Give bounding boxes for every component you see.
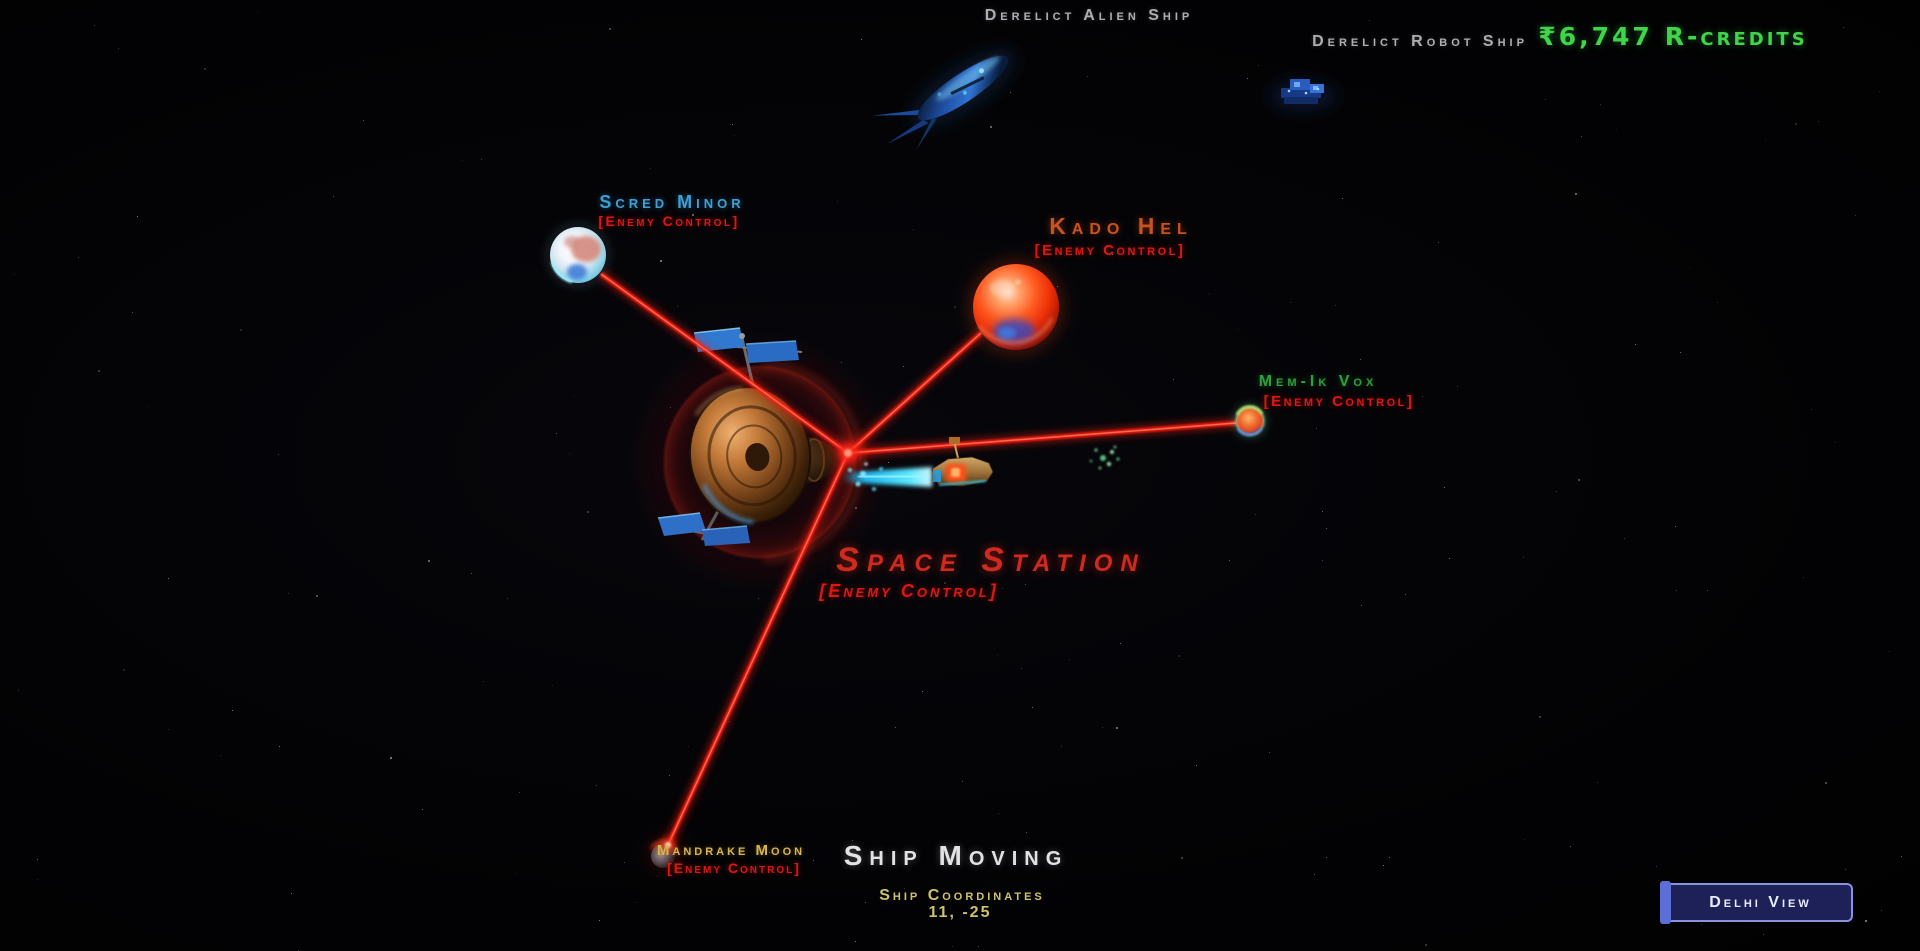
space-station[interactable] [657,327,838,546]
ship-moving-headline: Ship Moving [843,840,1069,871]
player-ship[interactable] [931,437,994,487]
mandrake-moon[interactable] [649,837,681,869]
laser-convergence-glow [832,437,864,469]
planet-status-memik-vox: [Enemy Control] [1263,393,1415,410]
ship-coordinates-label: Ship Coordinates [879,887,1045,904]
laser-beams [598,270,1237,847]
planet-label-memik-vox: Mem-Ik Vox [1258,373,1378,390]
ship-coordinates-value: 11, -25 [928,904,992,921]
debris-cluster [1089,445,1120,470]
laser-beam-mandrake-moon [663,451,853,847]
station-status: [Enemy Control] [819,581,999,601]
laser-beam-scred-minor [598,270,851,457]
planet-status-scred-minor: [Enemy Control] [598,213,740,229]
moon-label-mandrake: Mandrake Moon [656,842,806,859]
derelict-alien-ship-label: Derelict Alien Ship [984,7,1194,24]
derelict-robot-ship[interactable] [1269,79,1337,112]
planet-kado-hel[interactable] [969,260,1063,354]
delhi-view-button[interactable]: Delhi View [1660,881,1853,924]
moon-status-mandrake: [Enemy Control] [667,860,801,876]
button-accent-stripe [1660,881,1671,924]
planet-label-kado-hel: Kado Hel [1049,213,1193,239]
laser-beam-memik-vox [847,418,1237,458]
thrust-trail [842,462,932,491]
derelict-robot-ship-label: Derelict Robot Ship [1312,33,1528,50]
credits-display: ₹6,747 R-credits [1538,22,1807,51]
planet-status-kado-hel: [Enemy Control] [1034,242,1186,259]
credits-amount: ₹6,747 [1538,22,1653,51]
station-label: Space Station [836,541,1146,579]
derelict-alien-ship[interactable] [869,30,1029,162]
planet-memik-vox[interactable] [1233,404,1267,438]
credits-unit: R-credits [1664,22,1808,51]
planet-label-scred-minor: Scred Minor [599,192,745,212]
laser-beam-kado-hel [844,329,985,457]
planet-scred-minor[interactable] [547,224,609,286]
delhi-view-label: Delhi View [1709,893,1812,911]
